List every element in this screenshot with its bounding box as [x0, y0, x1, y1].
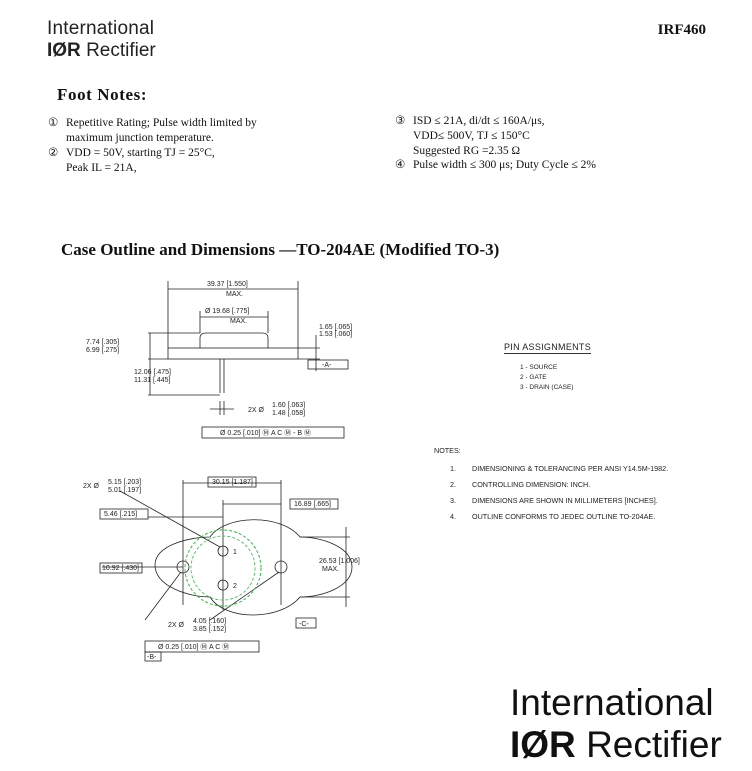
datum-label: -C- [299, 621, 309, 628]
dim-label: MAX. [322, 566, 339, 573]
dim-label: 2X Ø [168, 622, 185, 629]
dim-label: 1.65 [.065] [319, 324, 352, 331]
footnote-line: ISD ≤ 21A, di/dt ≤ 160A/μs, [413, 115, 545, 127]
note-number: 3. [450, 496, 456, 505]
datum-c-box [295, 617, 317, 629]
pin-circle-green [184, 529, 262, 607]
footnote-line: Peak IL = 21A, [66, 162, 137, 174]
case-outline-title: Case Outline and Dimensions —TO-204AE (M… [61, 240, 500, 259]
cap-side-view [199, 332, 269, 348]
footer-logo-ior-mark: IØR [510, 724, 576, 765]
dim-label: 16.89 [.665] [294, 501, 331, 508]
logo-international-text: International [47, 18, 155, 39]
dim-box [289, 498, 339, 510]
dim-label: 10.92 [.430] [102, 565, 139, 572]
note-item: 4. OUTLINE CONFORMS TO JEDEC OUTLINE TO-2… [450, 509, 668, 525]
dim-box [207, 476, 257, 488]
feature-control-frame [144, 640, 260, 653]
logo-ior-mark: IØR [47, 40, 81, 61]
case-outline-drawing: 39.37 [1.550] MAX. Ø 19.68 [.775] MAX. 7… [83, 281, 360, 662]
dim-label: 26.53 [1.006] [319, 558, 360, 565]
datum-label: -B- [147, 654, 157, 661]
part-number: IRF460 [657, 22, 706, 38]
note-text: DIMENSIONING & TOLERANCING PER ANSI Y14.… [472, 464, 669, 473]
note-item: 1. DIMENSIONING & TOLERANCING PER ANSI Y1… [450, 461, 668, 477]
footnote-marker: ④ [395, 159, 406, 171]
pin-assignments-list: 1 - SOURCE 2 - GATE 3 - DRAIN (CASE) [520, 363, 573, 393]
note-number: 1. [450, 464, 456, 473]
dim-label: MAX. [226, 291, 243, 298]
dim-label: 1.48 [.058] [272, 410, 305, 417]
dim-label: 5.01 [.197] [108, 487, 141, 494]
note-number: 4. [450, 512, 456, 521]
company-logo-footer: International IØR Rectifier [510, 682, 722, 766]
dim-box [99, 508, 149, 520]
footnote-marker: ② [48, 147, 59, 159]
pin-assignment-item: 1 - SOURCE [520, 364, 558, 371]
flange-side-view [167, 347, 299, 360]
feature-control-frame [201, 426, 345, 439]
pin-assignment-item: 2 - GATE [520, 374, 547, 381]
dim-label: 4.05 [.160] [193, 618, 226, 625]
note-text: CONTROLLING DIMENSION: INCH. [472, 480, 591, 489]
dim-label: MAX. [230, 318, 247, 325]
footnote-line: Suggested RG =2.35 Ω [413, 145, 521, 157]
datum-a-box [307, 359, 349, 370]
dim-label: 7.74 [.305] [86, 339, 119, 346]
footnote-marker: ③ [395, 115, 406, 127]
note-text: OUTLINE CONFORMS TO JEDEC OUTLINE TO-204… [472, 512, 656, 521]
footnote-line: Repetitive Rating; Pulse width limited b… [66, 117, 257, 129]
footnote-2: ② VDD = 50V, starting TJ = 25°C, Peak IL … [48, 146, 215, 176]
footer-logo-rectifier-line: IØR Rectifier [510, 724, 722, 766]
pin-label: 1 [233, 549, 237, 556]
dim-label: 2X Ø [248, 407, 265, 414]
dim-label: 39.37 [1.550] [207, 281, 248, 288]
pin-circle-green-inner [190, 535, 256, 601]
footnote-line: maximum junction temperature. [66, 132, 214, 144]
leader-line [144, 571, 182, 621]
pin-assignment-item: 3 - DRAIN (CASE) [520, 384, 574, 391]
note-text: DIMENSIONS ARE SHOWN IN MILLIMETERS [INC… [472, 496, 658, 505]
logo-rectifier-text: Rectifier [86, 40, 156, 61]
leader-line [209, 571, 280, 621]
footnote-3: ③ ISD ≤ 21A, di/dt ≤ 160A/μs, VDD≤ 500V, … [395, 114, 545, 159]
notes-list: 1. DIMENSIONING & TOLERANCING PER ANSI Y1… [450, 461, 668, 525]
pin-label: 2 [233, 583, 237, 590]
dim-box [99, 562, 143, 574]
note-item: 3. DIMENSIONS ARE SHOWN IN MILLIMETERS [I… [450, 493, 668, 509]
leader-line [119, 490, 221, 548]
dim-label: 6.99 [.275] [86, 347, 119, 354]
dim-label: 2X Ø [83, 483, 100, 490]
footnote-line: VDD = 50V, starting TJ = 25°C, [66, 147, 215, 159]
footnote-4: ④ Pulse width ≤ 300 μs; Duty Cycle ≤ 2% [395, 158, 596, 173]
flange-top-view [154, 519, 353, 616]
dim-label: 5.46 [.215] [104, 511, 137, 518]
dim-label: 1.53 [.060] [319, 331, 352, 338]
dim-label: 3.85 [.152] [193, 626, 226, 633]
footer-logo-rectifier: Rectifier [586, 724, 722, 765]
pin-assignments-title: PIN ASSIGNMENTS [504, 342, 592, 354]
footnote-line: Pulse width ≤ 300 μs; Duty Cycle ≤ 2% [413, 159, 596, 171]
dim-label: 12.06 [.475] [134, 369, 171, 376]
footer-logo-international: International [510, 682, 714, 723]
dim-label: 11.31 [.445] [134, 377, 171, 384]
notes-title: NOTES: [434, 446, 461, 455]
fcf-label: Ø 0.25 [.010] Ⓜ A C Ⓜ - B Ⓜ [220, 429, 311, 437]
dim-label: 5.15 [.203] [108, 479, 141, 486]
dim-label: 1.60 [.063] [272, 402, 305, 409]
footnote-1: ① Repetitive Rating; Pulse width limited … [48, 116, 257, 146]
note-number: 2. [450, 480, 456, 489]
footnote-marker: ① [48, 117, 59, 129]
datum-b-box [144, 651, 162, 662]
fcf-label: Ø 0.25 [.010] Ⓜ A C Ⓜ [158, 643, 229, 651]
dim-label: 30.15 [1.187] [212, 479, 253, 486]
footnote-line: VDD≤ 500V, TJ ≤ 150°C [413, 130, 530, 142]
dim-label: Ø 19.68 [.775] [205, 308, 249, 315]
company-logo-top: International IØR Rectifier [47, 18, 197, 62]
note-item: 2. CONTROLLING DIMENSION: INCH. [450, 477, 668, 493]
datum-label: -A- [322, 362, 332, 369]
logo-rectifier-line: IØR Rectifier [47, 40, 197, 62]
footnotes-title: Foot Notes: [57, 85, 148, 104]
